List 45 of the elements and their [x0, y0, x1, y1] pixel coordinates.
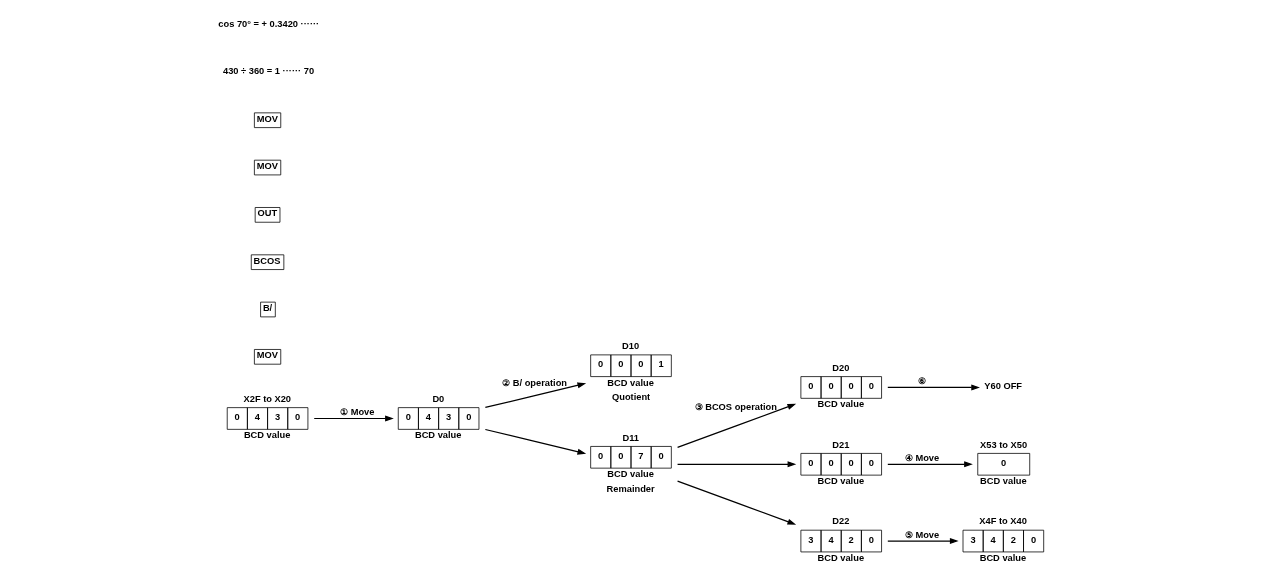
label: MOV [256, 350, 278, 361]
label: BCOS [253, 255, 281, 266]
node-label: BCD value [817, 476, 865, 487]
label: MOV [256, 161, 278, 172]
label: B/ [262, 303, 273, 314]
node-label: BCD value [817, 552, 865, 563]
arrow [484, 428, 587, 455]
node-label: D20 [832, 362, 850, 373]
node-label: D21 [832, 439, 850, 450]
node-label: BCD value [607, 377, 654, 388]
node-box: 0 [977, 453, 1031, 476]
label: 430 ÷ 360 = 1 ······ 70 [222, 66, 315, 77]
edge-label: ⑥ [918, 376, 927, 387]
arrow [676, 403, 797, 449]
node-label: BCD value [243, 430, 291, 441]
arrow [676, 461, 797, 468]
node-label: Quotient [611, 392, 651, 403]
arrow [887, 538, 959, 545]
arrow [887, 384, 980, 391]
node-label: X4F to X40 [979, 516, 1027, 527]
edge-label: ② B/ operation [502, 377, 568, 388]
label: OUT [257, 208, 278, 219]
edge-label: ④ Move [904, 452, 940, 463]
edge-label: ⑤ Move [904, 529, 940, 540]
node-label: X53 to X50 [980, 439, 1028, 450]
node-label: BCD value [980, 476, 1027, 487]
arrow [676, 480, 797, 525]
node-label: BCD value [817, 399, 865, 410]
edge-label: ① Move [340, 407, 375, 418]
node-label: D10 [622, 341, 640, 352]
node-label: X2F to X20 [243, 393, 292, 404]
node-label: D0 [432, 393, 445, 404]
edge-label: ③ BCOS operation [694, 401, 777, 412]
arrow [484, 382, 587, 409]
node-label: Remainder [606, 483, 655, 494]
node-label: BCD value [607, 469, 654, 480]
label: cos 70° = + 0.3420 ······ [218, 18, 320, 29]
node-label: D11 [622, 432, 640, 443]
node-label: D22 [832, 516, 850, 527]
node-label: BCD value [979, 552, 1027, 563]
node-label: BCD value [414, 430, 462, 441]
label: MOV [256, 113, 278, 124]
arrow [313, 415, 394, 422]
node-text: Y60 OFF [984, 381, 1023, 392]
arrow [887, 461, 973, 468]
